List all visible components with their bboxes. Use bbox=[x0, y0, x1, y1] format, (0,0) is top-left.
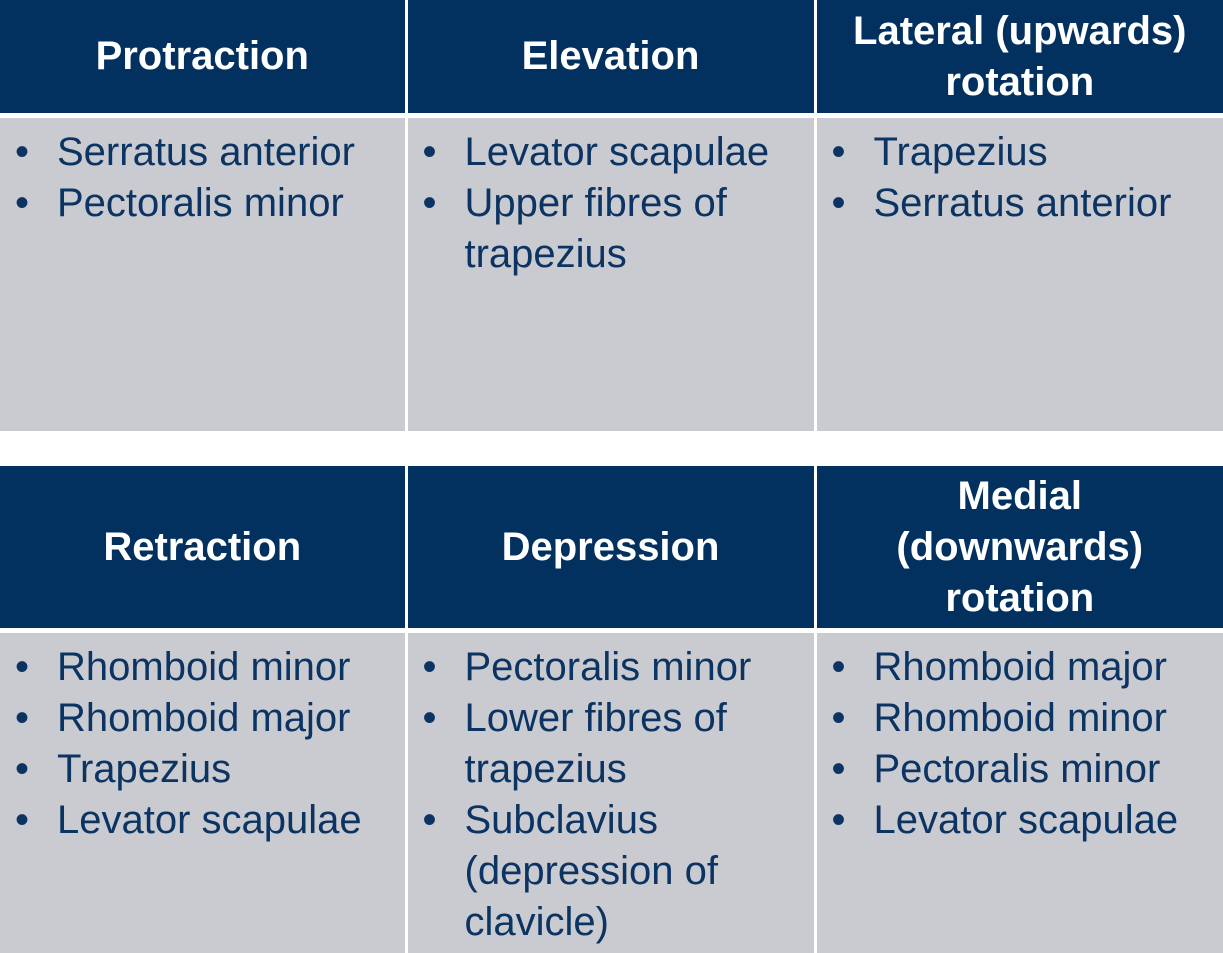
bullet-icon: • bbox=[422, 696, 437, 740]
muscle-item: • Pectoralis minor bbox=[408, 642, 814, 693]
header-row: Protraction Elevation Lateral (upwards) … bbox=[0, 0, 1223, 118]
muscle-item: • Rhomboid major bbox=[0, 693, 405, 744]
muscle-list: • Rhomboid minor • Rhomboid major • Trapezi… bbox=[0, 633, 405, 846]
muscle-text: Trapezius bbox=[873, 130, 1048, 174]
muscle-item: • Serratus anterior bbox=[0, 127, 405, 178]
column-header: Medial (downwards) rotation bbox=[815, 466, 1223, 633]
muscle-item: • Serratus anterior bbox=[817, 178, 1223, 229]
bullet-icon: • bbox=[14, 181, 29, 225]
muscle-item: • Levator scapulae bbox=[817, 795, 1223, 846]
bullet-icon: • bbox=[422, 181, 437, 225]
muscle-text: (depression of bbox=[464, 849, 718, 893]
muscle-cell: • Serratus anterior • Pectoralis minor bbox=[0, 115, 408, 431]
muscle-item: • Pectoralis minor bbox=[0, 178, 405, 229]
bullet-icon: • bbox=[831, 798, 846, 842]
muscle-text: Pectoralis minor bbox=[57, 181, 344, 225]
muscle-list: • Rhomboid major • Rhomboid minor • Pectora… bbox=[817, 633, 1223, 846]
header-line: Depression bbox=[501, 524, 720, 569]
muscle-item: • Lower fibres of trapezius bbox=[408, 693, 814, 795]
header-line: (downwards) bbox=[896, 524, 1144, 569]
muscle-item: • Upper fibres of trapezius bbox=[408, 178, 814, 280]
column-header: Lateral (upwards) rotation bbox=[815, 0, 1223, 118]
muscle-text: Levator scapulae bbox=[464, 130, 770, 174]
column-header: Retraction bbox=[0, 466, 408, 633]
muscle-item: • Rhomboid minor bbox=[817, 693, 1223, 744]
muscle-cell: • Levator scapulae • Upper fibres of trapez… bbox=[406, 115, 817, 431]
muscle-text: trapezius bbox=[464, 747, 627, 791]
muscle-row: • Serratus anterior • Pectoralis minor • Le… bbox=[0, 115, 1223, 431]
column-header: Depression bbox=[406, 466, 817, 633]
bullet-icon: • bbox=[14, 645, 29, 689]
muscle-text: Lower fibres of bbox=[464, 696, 727, 740]
muscle-item: • Trapezius bbox=[817, 127, 1223, 178]
muscle-item: • Subclavius (depression of clavicle) bbox=[408, 795, 814, 948]
muscle-list: • Levator scapulae • Upper fibres of trapez… bbox=[408, 118, 814, 280]
bullet-icon: • bbox=[831, 645, 846, 689]
muscle-cell: • Rhomboid minor • Rhomboid major • Trapezi… bbox=[0, 630, 408, 953]
muscle-item: • Rhomboid minor bbox=[0, 642, 405, 693]
muscle-text: Rhomboid major bbox=[873, 645, 1167, 689]
muscle-cell: • Rhomboid major • Rhomboid minor • Pectora… bbox=[815, 630, 1223, 953]
muscle-text: Upper fibres of bbox=[464, 181, 727, 225]
bullet-icon: • bbox=[422, 798, 437, 842]
muscle-text: Rhomboid minor bbox=[57, 645, 351, 689]
bullet-icon: • bbox=[831, 130, 846, 174]
header-line: Retraction bbox=[103, 524, 302, 569]
muscle-text: Pectoralis minor bbox=[873, 747, 1161, 791]
muscle-text: Rhomboid minor bbox=[873, 696, 1167, 740]
muscle-item: • Trapezius bbox=[0, 744, 405, 795]
muscle-text: Subclavius bbox=[464, 798, 658, 842]
header-line: rotation bbox=[945, 575, 1095, 620]
header-line: Elevation bbox=[521, 34, 700, 78]
header-line: Lateral (upwards) bbox=[853, 8, 1187, 53]
bullet-icon: • bbox=[422, 645, 437, 689]
header-line: Medial bbox=[957, 473, 1082, 518]
muscle-text: Serratus anterior bbox=[873, 181, 1172, 225]
scapular-movements-table-top: Protraction Elevation Lateral (upwards) … bbox=[0, 0, 1223, 431]
muscle-list: • Serratus anterior • Pectoralis minor bbox=[0, 118, 405, 229]
column-header: Elevation bbox=[406, 0, 817, 118]
muscle-text: Serratus anterior bbox=[57, 130, 355, 174]
bullet-icon: • bbox=[831, 747, 846, 791]
bullet-icon: • bbox=[422, 130, 437, 174]
bullet-icon: • bbox=[14, 747, 29, 791]
muscle-text: trapezius bbox=[464, 232, 627, 276]
muscle-item: • Rhomboid major bbox=[817, 642, 1223, 693]
scapular-movements-table-bottom: Retraction Depression Medial (downwards)… bbox=[0, 466, 1223, 953]
muscle-row: • Rhomboid minor • Rhomboid major • Trapezi… bbox=[0, 630, 1223, 953]
muscle-text: Levator scapulae bbox=[57, 798, 362, 842]
muscle-item: • Levator scapulae bbox=[0, 795, 405, 846]
muscle-item: • Pectoralis minor bbox=[817, 744, 1223, 795]
column-header: Protraction bbox=[0, 0, 408, 118]
bullet-icon: • bbox=[831, 696, 846, 740]
bullet-icon: • bbox=[14, 696, 29, 740]
muscle-text: clavicle) bbox=[464, 900, 609, 944]
muscle-text: Pectoralis minor bbox=[464, 645, 752, 689]
muscle-cell: • Pectoralis minor • Lower fibres of trapez… bbox=[406, 630, 817, 953]
muscle-list: • Trapezius • Serratus anterior bbox=[817, 118, 1223, 229]
muscle-item: • Levator scapulae bbox=[408, 127, 814, 178]
bullet-icon: • bbox=[14, 130, 29, 174]
bullet-icon: • bbox=[831, 181, 846, 225]
muscle-text: Levator scapulae bbox=[873, 798, 1179, 842]
header-line: rotation bbox=[945, 59, 1095, 104]
muscle-text: Rhomboid major bbox=[57, 696, 351, 740]
bullet-icon: • bbox=[14, 798, 29, 842]
header-line: Protraction bbox=[95, 34, 309, 78]
muscle-list: • Pectoralis minor • Lower fibres of trapez… bbox=[408, 633, 814, 948]
muscle-text: Trapezius bbox=[57, 747, 232, 791]
muscle-cell: • Trapezius • Serratus anterior bbox=[815, 115, 1223, 431]
header-row: Retraction Depression Medial (downwards)… bbox=[0, 466, 1223, 633]
